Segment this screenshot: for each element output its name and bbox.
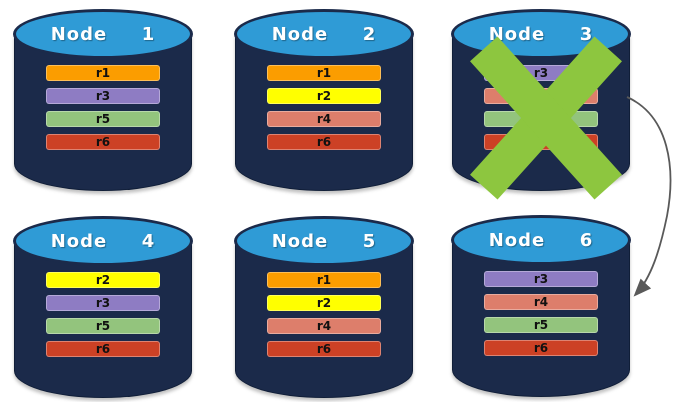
replica-bar: r1 (267, 65, 381, 81)
replica-bar: r3 (46, 88, 160, 104)
node-4: Node 4 r2 r3 r5 r6 (13, 216, 193, 398)
node-5: Node 5 r1 r2 r4 r6 (234, 216, 414, 398)
replica-label: r3 (533, 66, 549, 80)
replica-bar: r3 (46, 295, 160, 311)
replica-bar: r2 (46, 272, 160, 288)
replica-label: r2 (316, 296, 332, 310)
replica-bar: r5 (46, 111, 160, 127)
replica-label: r5 (95, 319, 111, 333)
replica-label: r1 (316, 273, 332, 287)
replica-label: r6 (95, 342, 111, 356)
replica-label: r3 (95, 89, 111, 103)
replica-bar: r3 (484, 271, 598, 287)
replica-bar: r4 (267, 318, 381, 334)
node-4-title: Node 4 (50, 230, 156, 252)
replica-label: r3 (95, 296, 111, 310)
replica-bar: r6 (267, 134, 381, 150)
replica-bar: r6 (46, 341, 160, 357)
node-4-replica-list: r2 r3 r5 r6 (46, 272, 160, 364)
replica-label: r5 (95, 112, 111, 126)
replica-bar: r6 (46, 134, 160, 150)
replica-label: r6 (533, 341, 549, 355)
node-2: Node 2 r1 r2 r4 r6 (234, 9, 414, 191)
node-4-cylinder-top: Node 4 (13, 216, 193, 266)
replica-label: r6 (316, 342, 332, 356)
replica-bar: r5 (484, 317, 598, 333)
replica-label: r5 (533, 318, 549, 332)
replica-label: r6 (316, 135, 332, 149)
node-6-title: Node 6 (488, 229, 594, 251)
replica-bar: r1 (267, 272, 381, 288)
node-1-cylinder-top: Node 1 (13, 9, 193, 59)
failure-cross-icon (470, 36, 622, 200)
replica-label: r2 (95, 273, 111, 287)
replica-bar: r4 (267, 111, 381, 127)
replica-bar: r4 (484, 294, 598, 310)
replica-label: r4 (316, 112, 332, 126)
node-3-title: Node 3 (488, 23, 594, 45)
failover-arrow-path (626, 96, 672, 297)
replica-bar: r2 (267, 88, 381, 104)
node-1: Node 1 r1 r3 r5 r6 (13, 9, 193, 191)
node-6-replica-list: r3 r4 r5 r6 (484, 271, 598, 363)
replica-label: r2 (316, 89, 332, 103)
replica-bar: r6 (267, 341, 381, 357)
node-5-cylinder-top: Node 5 (234, 216, 414, 266)
node-6: Node 6 r3 r4 r5 r6 (451, 215, 631, 397)
node-2-title: Node 2 (271, 23, 377, 45)
node-2-cylinder-top: Node 2 (234, 9, 414, 59)
replica-label: r3 (533, 272, 549, 286)
replica-bar: r1 (46, 65, 160, 81)
replica-label: r4 (316, 319, 332, 333)
replica-label: r4 (533, 295, 549, 309)
node-3: Node 3 r3 (451, 9, 631, 200)
replica-bar: r5 (46, 318, 160, 334)
node-2-replica-list: r1 r2 r4 r6 (267, 65, 381, 157)
node-1-replica-list: r1 r3 r5 r6 (46, 65, 160, 157)
replica-bar: r2 (267, 295, 381, 311)
node-5-title: Node 5 (271, 230, 377, 252)
replica-label: r1 (95, 66, 111, 80)
node-5-replica-list: r1 r2 r4 r6 (267, 272, 381, 364)
node-6-cylinder-top: Node 6 (451, 215, 631, 265)
node-1-title: Node 1 (50, 23, 156, 45)
replica-label: r6 (95, 135, 111, 149)
replica-bar: r6 (484, 340, 598, 356)
replica-label: r1 (316, 66, 332, 80)
